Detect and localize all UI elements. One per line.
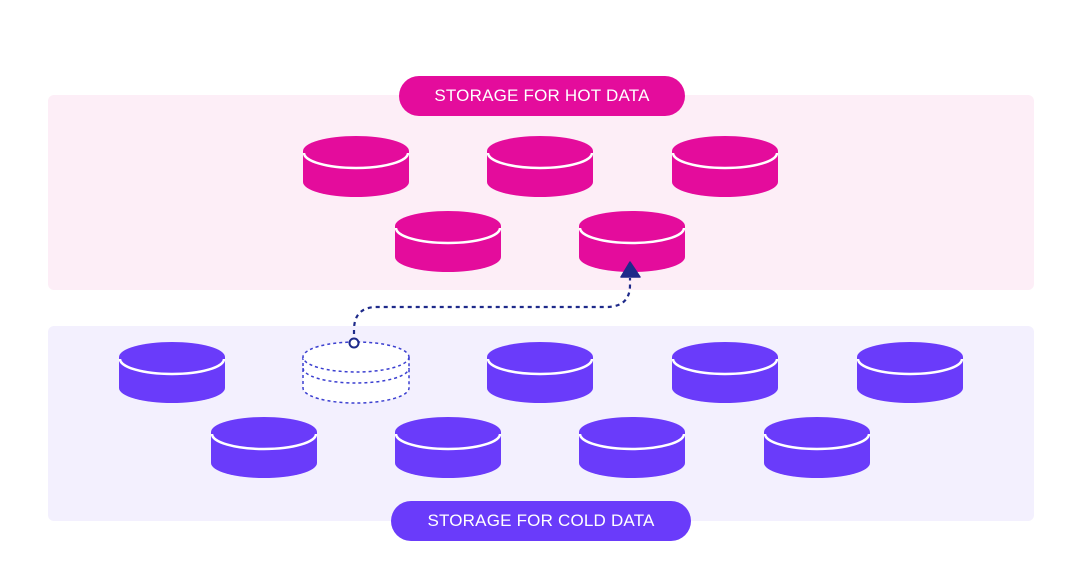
hot-disk-group	[302, 136, 779, 272]
hot-disk	[578, 211, 686, 272]
hot-disk	[394, 211, 502, 272]
cold-disk	[578, 417, 686, 478]
cold-disk	[394, 417, 502, 478]
cold-disk	[118, 342, 226, 403]
hot-disk	[671, 136, 779, 197]
hot-disk	[486, 136, 594, 197]
cold-disk	[210, 417, 318, 478]
cold-disk	[486, 342, 594, 403]
migration-arrow	[348, 261, 641, 349]
arrow-start-dot	[348, 337, 360, 349]
hot-disk	[302, 136, 410, 197]
cold-disk-group	[118, 342, 964, 478]
cold-storage-label: STORAGE FOR COLD DATA	[391, 501, 691, 541]
arrow-head-icon	[620, 261, 641, 278]
cold-disk	[671, 342, 779, 403]
cold-disk	[763, 417, 871, 478]
hot-storage-label: STORAGE FOR HOT DATA	[399, 76, 685, 116]
vacated-disk-slot	[302, 341, 410, 404]
cold-disk	[856, 342, 964, 403]
